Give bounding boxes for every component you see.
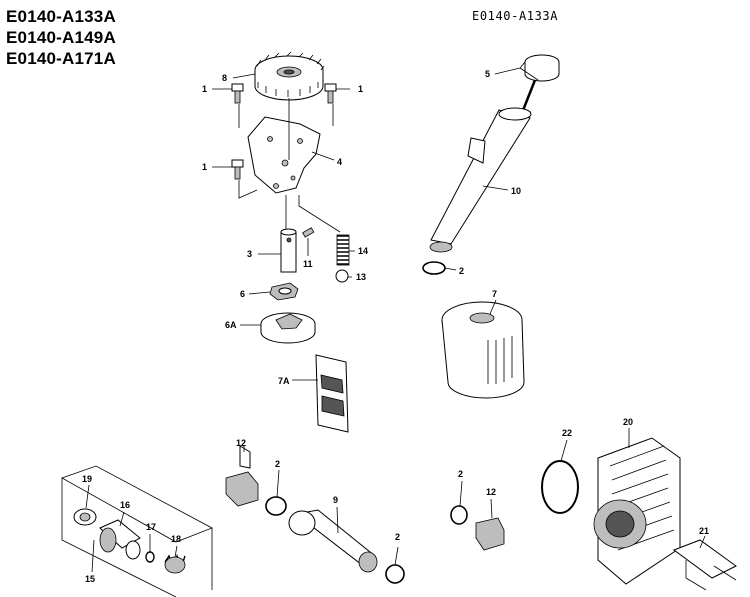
oil-filter[interactable] <box>441 301 525 399</box>
callout-13: 13 <box>356 272 366 282</box>
relief-plug[interactable] <box>73 508 97 526</box>
callout-5: 5 <box>485 69 490 79</box>
callout-2: 2 <box>459 266 464 276</box>
bolt-right[interactable] <box>324 83 337 104</box>
relief-housing[interactable] <box>99 519 141 560</box>
callout-16: 16 <box>120 500 130 510</box>
pump-shaft[interactable] <box>280 228 297 273</box>
callout-9: 9 <box>333 495 338 505</box>
callout-6: 6 <box>240 289 245 299</box>
callout-18: 18 <box>171 534 181 544</box>
spring[interactable] <box>336 234 350 266</box>
gasket-right[interactable] <box>450 505 468 525</box>
bolt-lower[interactable] <box>231 159 244 180</box>
callout-2: 2 <box>395 532 400 542</box>
model-code: E0140-A133A <box>6 7 116 26</box>
small-o-ring[interactable] <box>145 551 155 563</box>
callout-1: 1 <box>202 84 207 94</box>
callout-7: 7 <box>492 289 497 299</box>
gasket-left[interactable] <box>265 496 287 516</box>
drain-plug-left[interactable] <box>225 445 259 507</box>
callout-1: 1 <box>358 84 363 94</box>
callout-17: 17 <box>146 522 156 532</box>
section-title: E0140-A133A <box>472 9 559 23</box>
callout-4: 4 <box>337 157 342 167</box>
relief-spring[interactable] <box>164 553 186 574</box>
cooler-gasket[interactable] <box>541 460 579 514</box>
valve-box-frame <box>61 465 213 597</box>
inner-rotor[interactable] <box>269 282 299 301</box>
model-code: E0140-A171A <box>6 49 116 68</box>
callout-22: 22 <box>562 428 572 438</box>
callout-12: 12 <box>236 438 246 448</box>
callout-10: 10 <box>511 186 521 196</box>
bolt-left[interactable] <box>231 83 244 104</box>
ball[interactable] <box>335 269 349 283</box>
outer-rotor[interactable] <box>260 312 316 344</box>
oil-screen[interactable] <box>315 354 349 433</box>
cooler-fitting[interactable] <box>672 539 737 591</box>
callout-15: 15 <box>85 574 95 584</box>
pin[interactable] <box>302 227 315 238</box>
callout-12: 12 <box>486 487 496 497</box>
callout-6a: 6A <box>225 320 237 330</box>
dipstick-cap[interactable] <box>518 54 560 119</box>
callout-20: 20 <box>623 417 633 427</box>
callout-1: 1 <box>202 162 207 172</box>
model-code: E0140-A149A <box>6 28 116 47</box>
callout-2: 2 <box>458 469 463 479</box>
callout-3: 3 <box>247 249 252 259</box>
pump-gear[interactable] <box>254 51 325 101</box>
callout-21: 21 <box>699 526 709 536</box>
gasket-lower[interactable] <box>385 564 405 584</box>
callout-2: 2 <box>275 459 280 469</box>
drain-plug-right[interactable] <box>475 517 505 551</box>
callout-11: 11 <box>303 259 313 269</box>
oil-filler-tube[interactable] <box>429 107 532 253</box>
oil-cooler[interactable] <box>593 437 681 585</box>
callout-19: 19 <box>82 474 92 484</box>
o-ring-tube[interactable] <box>422 261 446 275</box>
model-list: E0140-A133A E0140-A149A E0140-A171A <box>6 6 116 69</box>
oil-pipe[interactable] <box>288 509 378 573</box>
pump-cover-plate[interactable] <box>247 116 321 194</box>
callout-14: 14 <box>358 246 368 256</box>
callout-8: 8 <box>222 73 227 83</box>
callout-7a: 7A <box>278 376 290 386</box>
